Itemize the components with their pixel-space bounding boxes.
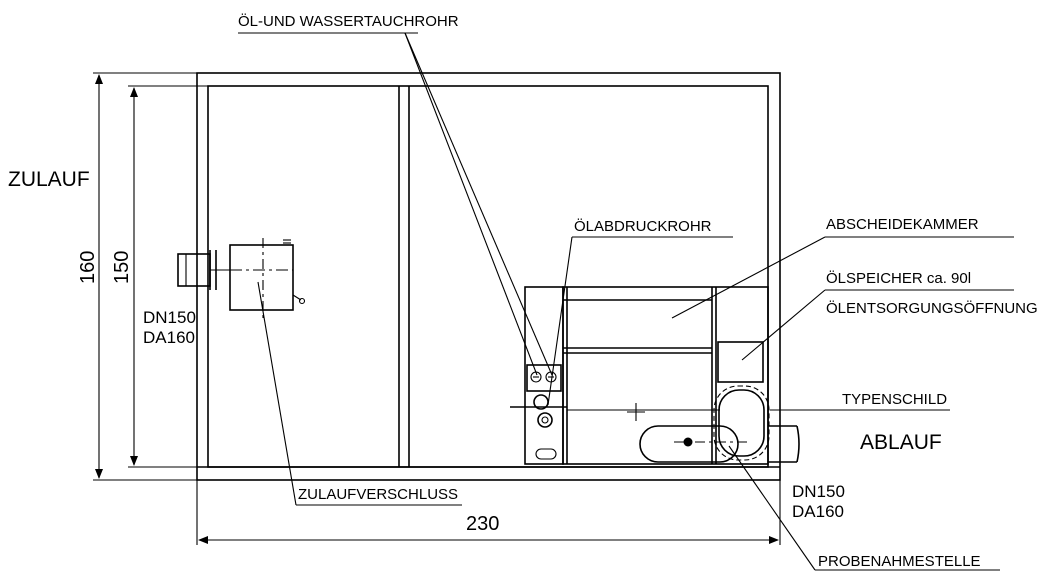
inlet-pipe-da: DA160 [143, 328, 195, 347]
label-ablauf: ABLAUF [860, 431, 942, 454]
inlet-pipe [177, 250, 230, 290]
label-tauchrohr: ÖL-UND WASSERTAUCHROHR [238, 12, 459, 30]
label-oelabdruckrohr: ÖLABDRUCKROHR [574, 217, 712, 235]
label-oelentsorgung: ÖLENTSORGUNGSÖFFNUNG [826, 299, 1038, 317]
dimension-width: 230 [466, 513, 499, 535]
label-abscheidekammer: ABSCHEIDEKAMMER [826, 216, 979, 233]
leader-lines [238, 32, 1014, 571]
tank-body [196, 72, 781, 481]
immersion-tube-assembly [510, 286, 567, 465]
inlet-closure [229, 238, 306, 320]
label-zulaufverschluss: ZULAUFVERSCHLUSS [298, 486, 458, 503]
label-oelspeicher: ÖLSPEICHER ca. 90l [826, 269, 971, 287]
outlet-pipe-da: DA160 [792, 502, 844, 521]
label-typenschild: TYPENSCHILD [842, 391, 947, 408]
outlet-pipe [768, 425, 800, 463]
dimension-outer-height: 160 [77, 251, 99, 284]
dimension-inner-height: 150 [111, 251, 133, 284]
dimension-lines [93, 72, 781, 545]
outlet-pipe-dn: DN150 [792, 482, 845, 501]
separation-chamber [562, 286, 769, 465]
label-zulauf: ZULAUF [8, 168, 90, 191]
oil-disposal-opening [717, 341, 764, 383]
label-probenahmestelle: PROBENAHMESTELLE [818, 553, 981, 570]
sampling-point [639, 385, 770, 463]
inlet-pipe-dn: DN150 [143, 308, 196, 327]
